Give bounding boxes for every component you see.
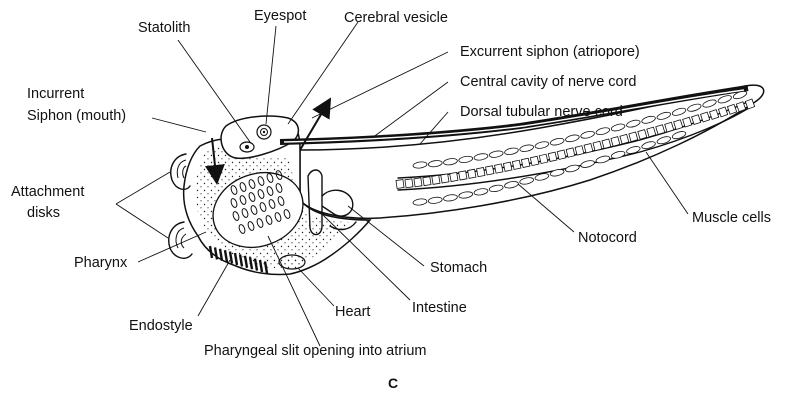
label-attachment-2: disks [27,205,60,221]
label-incurrent-siphon-2: Siphon (mouth) [27,108,126,124]
label-eyespot: Eyespot [254,8,306,24]
label-central-cavity: Central cavity of nerve cord [460,74,637,90]
label-intestine: Intestine [412,300,467,316]
panel-letter: C [388,375,398,391]
label-notocord: Notocord [578,230,637,246]
label-statolith: Statolith [138,20,190,36]
label-heart: Heart [335,304,370,320]
label-stomach: Stomach [430,260,487,276]
label-muscle-cells: Muscle cells [692,210,771,226]
label-excurrent-siphon: Excurrent siphon (atriopore) [460,44,640,60]
label-cerebral-vesicle: Cerebral vesicle [344,10,448,26]
label-dorsal-nerve-cord: Dorsal tubular nerve cord [460,104,623,120]
label-endostyle: Endostyle [129,318,193,334]
label-attachment-1: Attachment [11,184,84,200]
label-incurrent-siphon-1: Incurrent [27,86,84,102]
label-pharynx: Pharynx [74,255,128,271]
label-pharyngeal-slit: Pharyngeal slit opening into atrium [204,343,426,359]
